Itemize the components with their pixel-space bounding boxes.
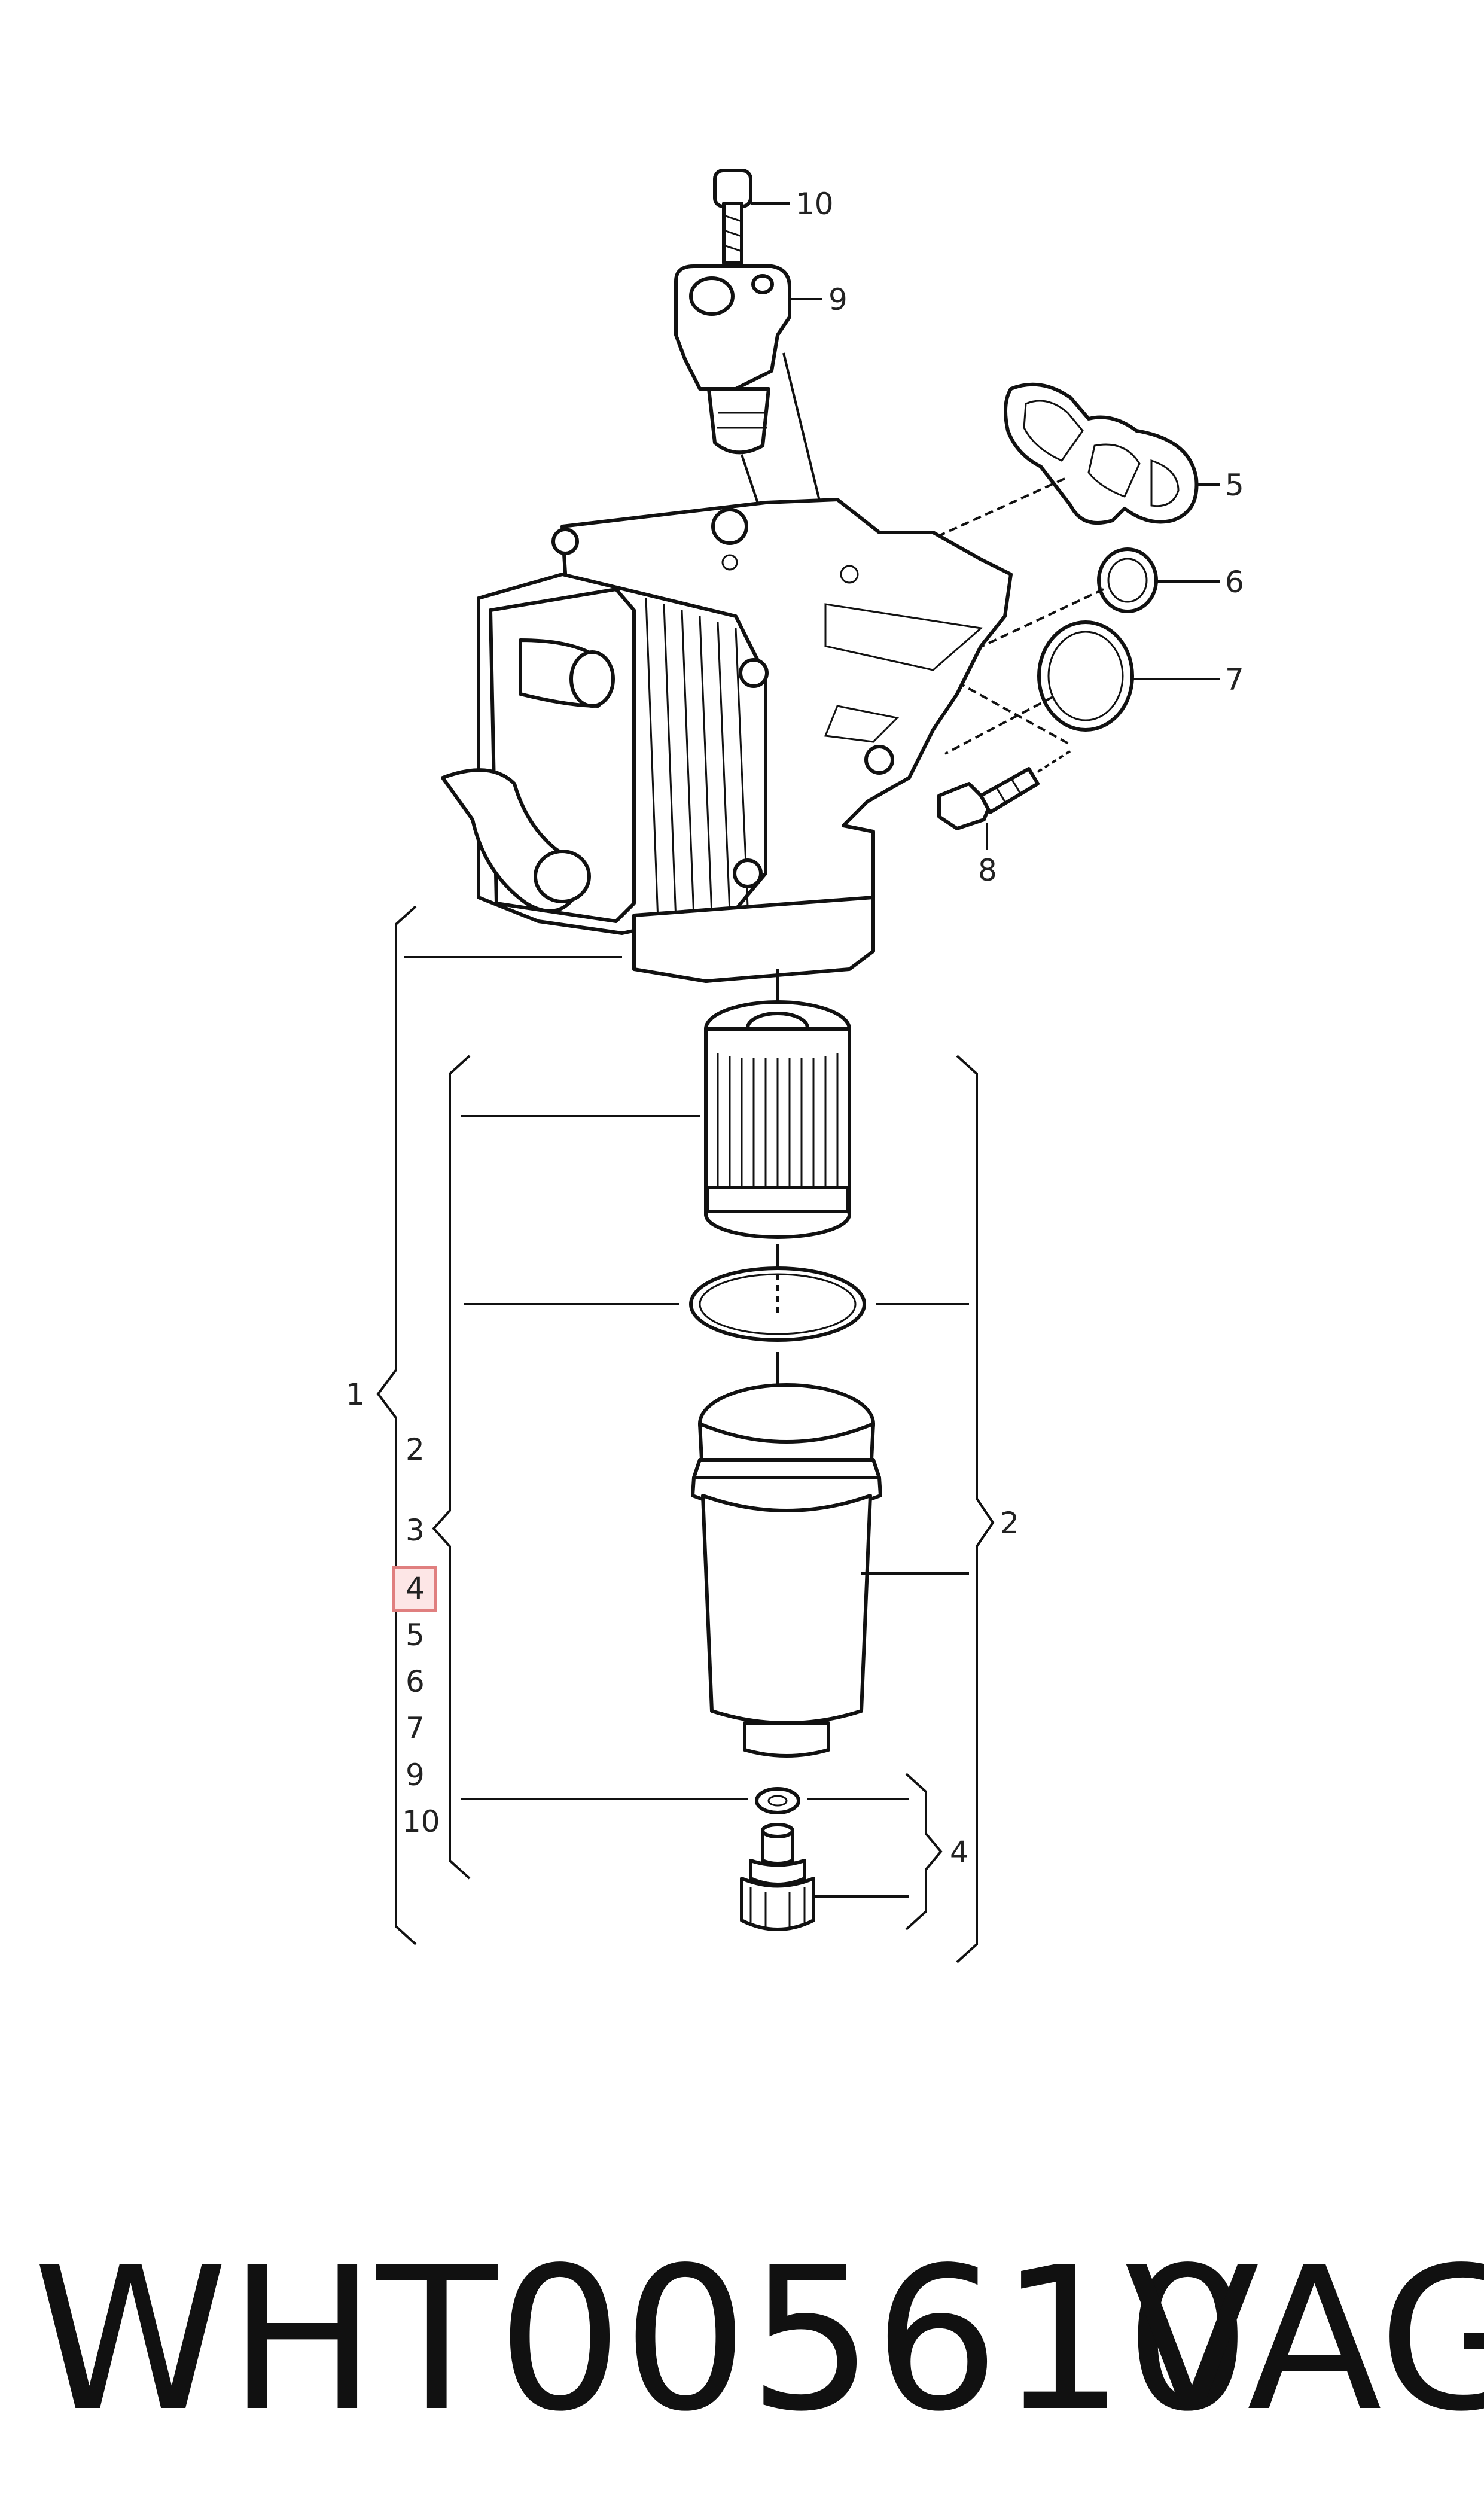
parts-list: 2 3 4 5 6 7 9 10 — [392, 1432, 440, 1839]
bracket-4 — [905, 1773, 943, 1931]
callout-4-right: 4 — [950, 1835, 969, 1870]
parts-list-item-3[interactable]: 3 — [406, 1513, 425, 1548]
bracket-1 — [376, 905, 417, 1945]
callout-7: 7 — [1225, 662, 1244, 697]
filter-element[interactable] — [704, 1000, 851, 1239]
parts-list-item-6[interactable]: 6 — [406, 1664, 425, 1699]
bolt-part-8[interactable] — [937, 767, 1040, 830]
parts-list-item-7[interactable]: 7 — [406, 1711, 425, 1746]
sensor-valve-part-9[interactable] — [674, 264, 791, 455]
callout-6: 6 — [1225, 565, 1244, 599]
brand-name: VAG — [1125, 2225, 1484, 2455]
drain-seal-ring[interactable] — [755, 1787, 800, 1814]
gasket-part-5[interactable] — [1004, 382, 1199, 525]
selected-item-highlight — [392, 1566, 437, 1612]
oil-filter-housing[interactable] — [441, 498, 1013, 983]
callout-10: 10 — [796, 187, 834, 221]
filter-cap[interactable] — [691, 1383, 882, 1758]
parts-list-item-9[interactable]: 9 — [406, 1758, 425, 1792]
callout-9: 9 — [828, 282, 848, 317]
parts-list-item-4[interactable]: 4 — [406, 1571, 425, 1606]
parts-list-item-2[interactable]: 2 — [406, 1432, 425, 1467]
callout-1: 1 — [346, 1377, 365, 1412]
callout-2-right: 2 — [1000, 1506, 1019, 1540]
bracket-3 — [432, 1055, 471, 1880]
part-number: WHT005610 — [33, 2225, 1251, 2455]
o-ring-part-6[interactable] — [1097, 547, 1158, 613]
bolt-part-10[interactable] — [713, 169, 752, 265]
parts-list-item-5[interactable]: 5 — [406, 1618, 425, 1652]
callout-8: 8 — [978, 853, 997, 888]
o-ring-part-7[interactable] — [1037, 620, 1134, 732]
bracket-2 — [956, 1055, 995, 1963]
parts-list-item-10[interactable]: 10 — [402, 1804, 440, 1839]
callout-5: 5 — [1225, 468, 1244, 503]
drain-plug[interactable] — [740, 1823, 815, 1931]
